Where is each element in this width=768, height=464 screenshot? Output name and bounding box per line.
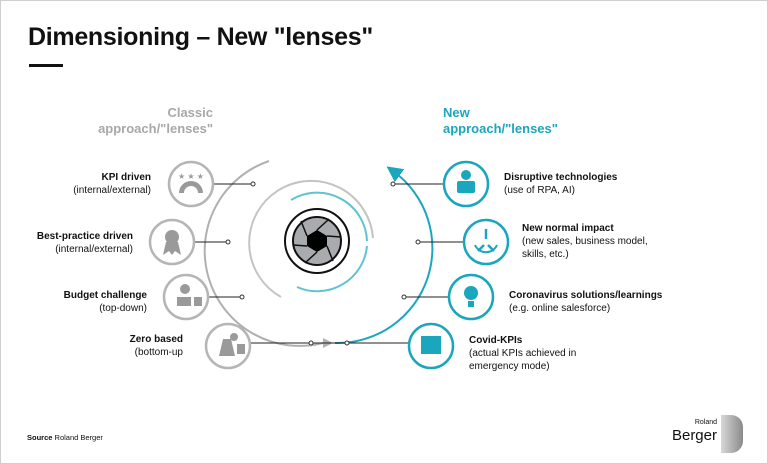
item-subtitle: emergency mode) xyxy=(469,361,550,372)
item-title: KPI driven xyxy=(101,172,151,183)
new-approach-heading: New approach/"lenses" xyxy=(443,105,558,137)
item-subtitle: (top-down) xyxy=(99,303,147,314)
roland-berger-logo: Roland Berger xyxy=(671,415,743,453)
new-item-coronavirus: Coronavirus solutions/learnings (e.g. on… xyxy=(509,289,662,315)
title-underline xyxy=(29,64,63,67)
logo-b-mark-icon xyxy=(721,415,743,453)
new-item-covid-kpis: Covid-KPIs (actual KPIs achieved in emer… xyxy=(469,334,576,373)
item-title: Coronavirus solutions/learnings xyxy=(509,290,663,301)
item-subtitle: (internal/external) xyxy=(73,185,151,196)
heading-line: New xyxy=(443,105,470,120)
item-title: Disruptive technologies xyxy=(504,172,618,183)
source-note: Source Roland Berger xyxy=(27,433,103,442)
new-item-new-normal: New normal impact (new sales, business m… xyxy=(522,222,648,261)
source-value: Roland Berger xyxy=(54,433,103,442)
item-title: New normal impact xyxy=(522,223,614,234)
page-title: Dimensioning – New "lenses" xyxy=(28,23,373,51)
heading-line: Classic xyxy=(167,105,213,120)
item-subtitle: (actual KPIs achieved in xyxy=(469,348,577,359)
item-subtitle: skills, etc.) xyxy=(522,249,569,260)
classic-item-best-practice: Best-practice driven (internal/external) xyxy=(37,230,133,256)
source-label: Source xyxy=(27,433,53,442)
converge-arrows-icon xyxy=(462,218,510,266)
new-outer-arc xyxy=(334,166,434,345)
item-title: Budget challenge xyxy=(63,290,147,301)
svg-text:★ ★ ★: ★ ★ ★ xyxy=(178,172,204,181)
heading-line: approach/"lenses" xyxy=(98,121,213,136)
classic-item-budget: Budget challenge (top-down) xyxy=(64,289,147,315)
inner-gray-arc xyxy=(248,179,374,298)
item-subtitle: (e.g. online salesforce) xyxy=(509,303,611,314)
item-title: Covid-KPIs xyxy=(469,335,523,346)
camera-aperture-icon xyxy=(284,208,350,274)
item-subtitle: (bottom-up xyxy=(134,347,183,358)
item-title: Zero based xyxy=(129,334,183,345)
classic-approach-heading: Classic approach/"lenses" xyxy=(98,105,213,137)
heading-line: approach/"lenses" xyxy=(443,121,558,136)
classic-item-zero-based: Zero based (bottom-up xyxy=(130,333,183,359)
logo-text: Roland xyxy=(694,419,717,426)
item-title: Best-practice driven xyxy=(36,231,133,242)
item-subtitle: (internal/external) xyxy=(55,244,133,255)
new-item-disruptive-tech: Disruptive technologies (use of RPA, AI) xyxy=(504,171,617,197)
item-subtitle: (use of RPA, AI) xyxy=(504,185,575,196)
inner-blue-arc-bottom xyxy=(296,245,368,293)
logo-text: Berger xyxy=(671,427,717,444)
classic-item-kpi: KPI driven (internal/external) xyxy=(73,171,151,197)
item-subtitle: (new sales, business model, xyxy=(522,236,648,247)
inner-blue-arc-top xyxy=(290,191,368,242)
